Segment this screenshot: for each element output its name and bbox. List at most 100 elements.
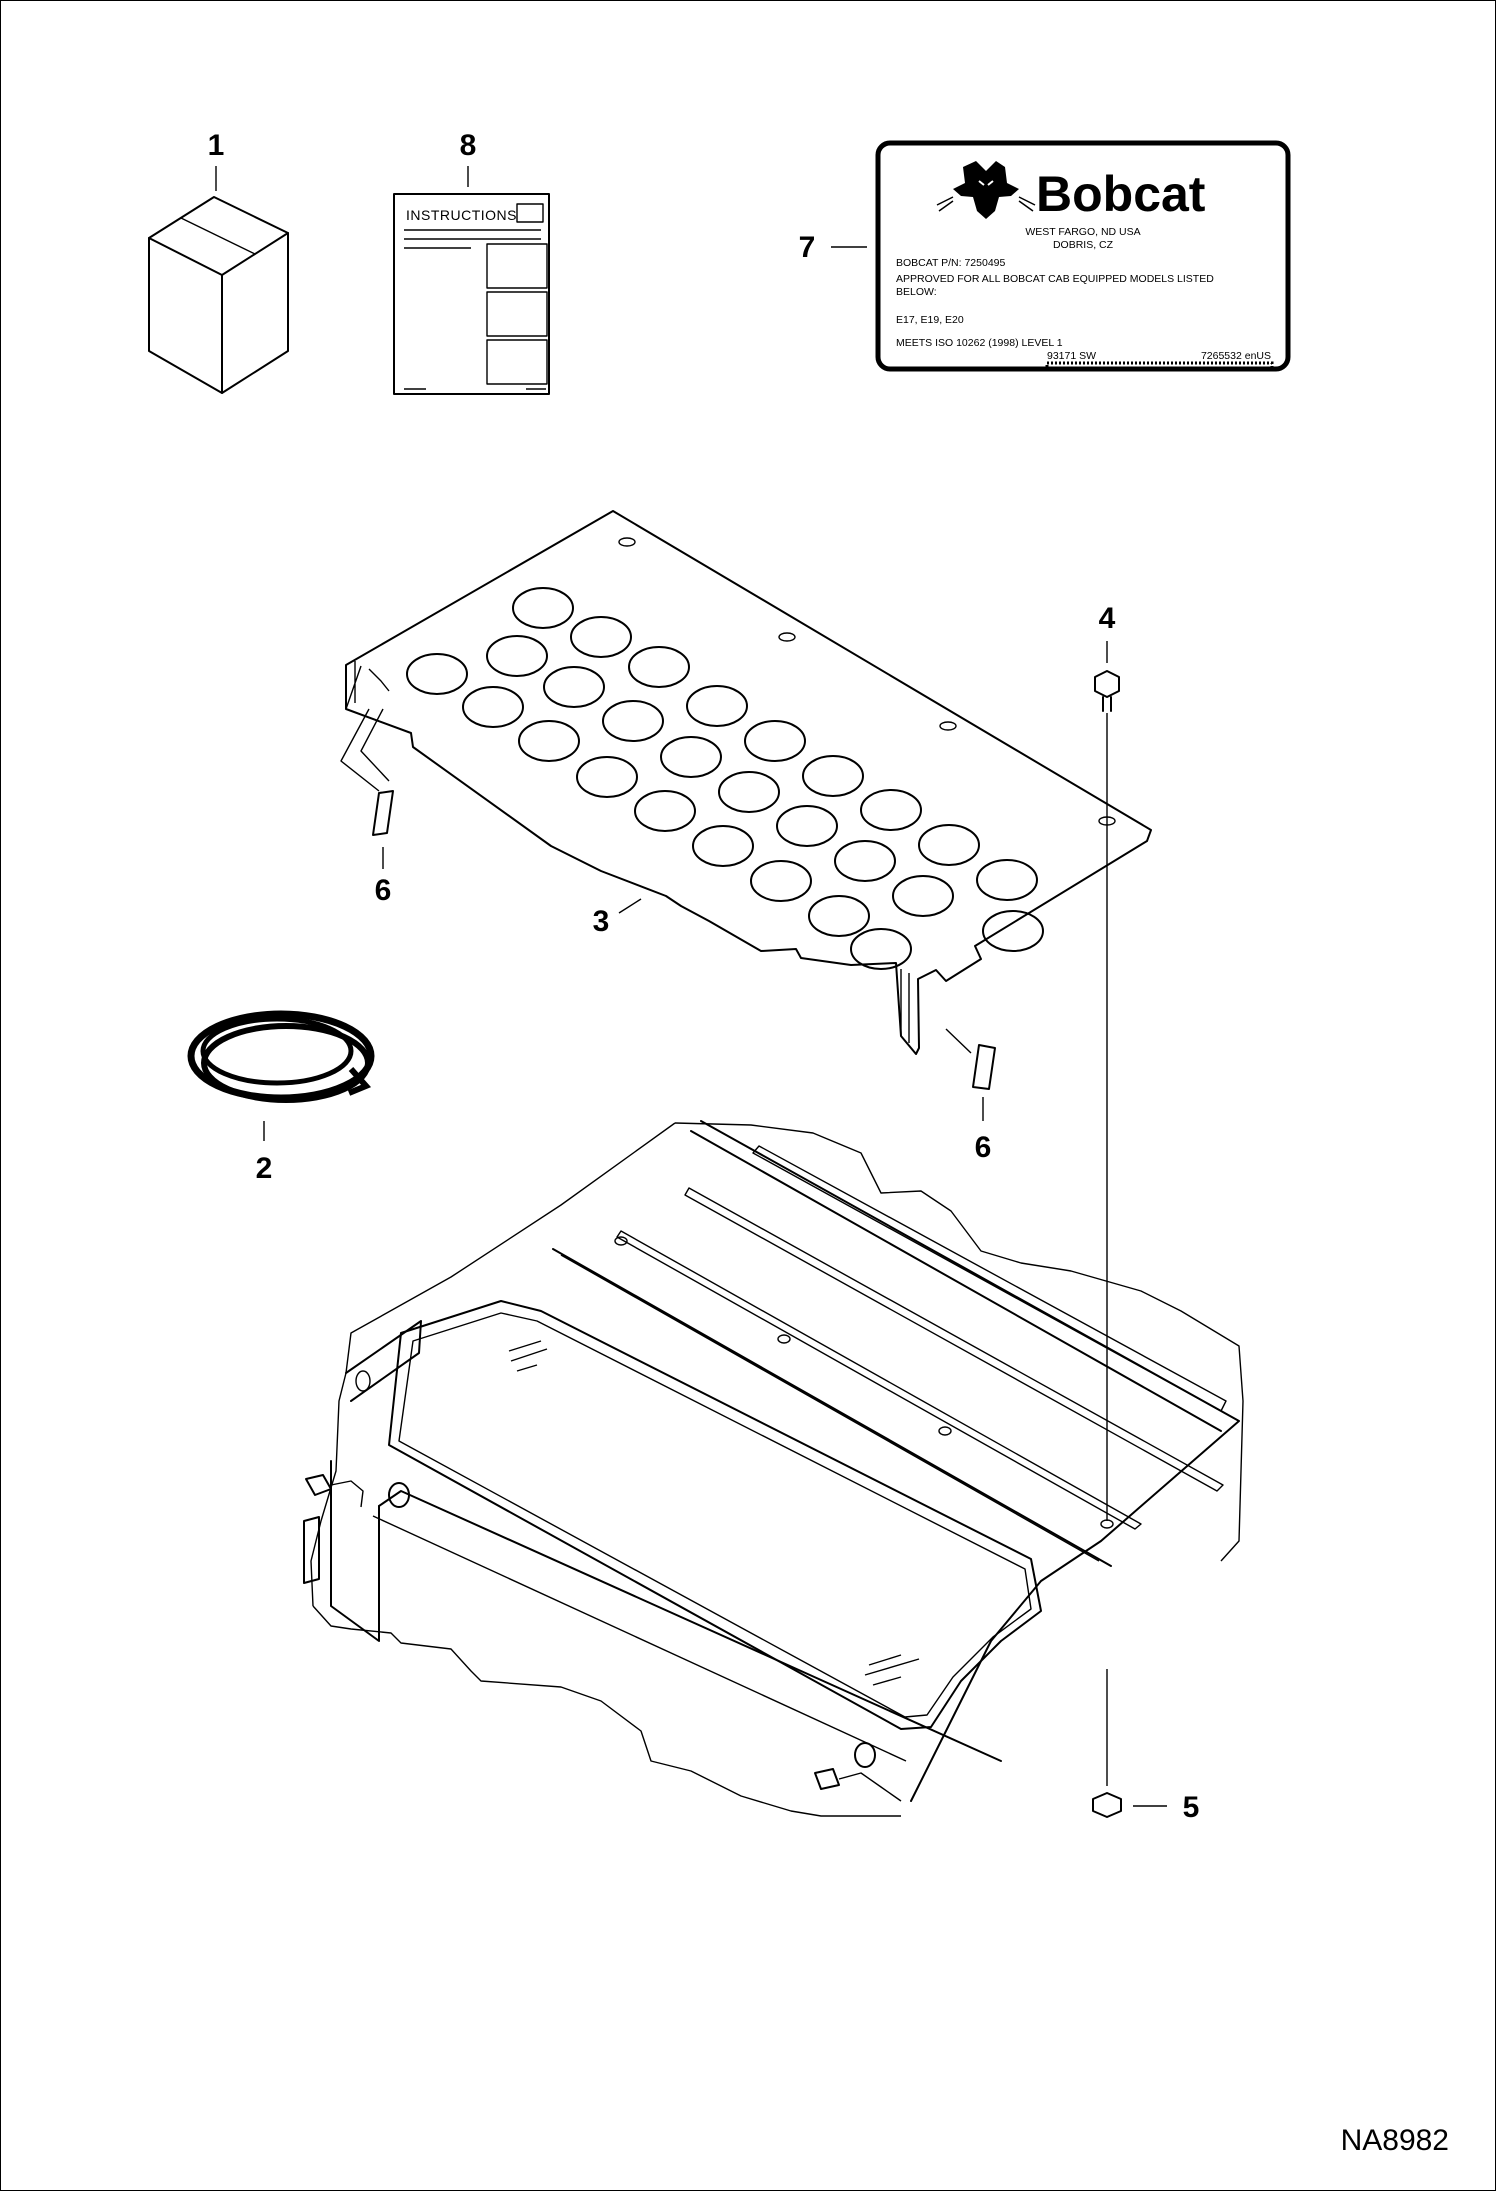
- roof-rib-1: [752, 1145, 1227, 1412]
- pad-left: [372, 790, 394, 836]
- plate-hole: [776, 805, 838, 847]
- plate-hole: [462, 686, 524, 728]
- plate-hole: [512, 587, 574, 629]
- roof-rib-3: [616, 1230, 1142, 1530]
- plate-hole: [634, 790, 696, 832]
- perforated-guard-plate: 3: [345, 510, 1152, 1055]
- plate-hole: [718, 771, 780, 813]
- plate-hole: [744, 720, 806, 762]
- plate-hole: [982, 910, 1044, 952]
- plate-hole: [850, 928, 912, 970]
- plate-outline: [345, 510, 1152, 1055]
- flange-nut: 5: [1092, 1669, 1200, 1824]
- plate-hole: [976, 859, 1038, 901]
- callout-8: 8: [460, 129, 477, 162]
- roof-top-edge-inner: [690, 1130, 1222, 1432]
- callout-5: 5: [1183, 1791, 1200, 1824]
- plate-hole: [686, 685, 748, 727]
- roof-hole-4: [1100, 1519, 1114, 1529]
- decal-standard: MEETS ISO 10262 (1998) LEVEL 1: [896, 337, 1063, 349]
- callout-3: 3: [593, 905, 610, 938]
- decal-code-right: 7265532 enUS: [1201, 350, 1271, 362]
- coil-tail: [347, 1067, 372, 1096]
- decal-approval-1: APPROVED FOR ALL BOBCAT CAB EQUIPPED MOD…: [896, 273, 1214, 285]
- plate-slot-1: [618, 537, 636, 547]
- front-pillar: [330, 1460, 380, 1642]
- figure-id: NA8982: [1340, 2124, 1449, 2157]
- callout-1: 1: [208, 129, 225, 162]
- pad-leader-left: [340, 708, 390, 792]
- roof-lower-edge: [378, 1490, 1002, 1762]
- roof-lower-edge-inner: [372, 1515, 907, 1762]
- plate-hole: [802, 755, 864, 797]
- plate-right-flange: [900, 969, 910, 1043]
- sheet-icon-box: [516, 203, 544, 223]
- skylight-frame-inner: [398, 1312, 1032, 1718]
- sheet-outline: [393, 193, 550, 395]
- sheet-panel-3: [486, 339, 548, 385]
- cab-roof: [303, 1120, 1244, 1817]
- plate-hole: [860, 789, 922, 831]
- box-right-face: [221, 232, 289, 394]
- roof-cut-edge-left: [310, 1122, 676, 1607]
- decal-address-2: DOBRIS, CZ: [1053, 239, 1114, 251]
- roof-light-right: [814, 1742, 902, 1802]
- callout-4: 4: [1099, 602, 1116, 635]
- rubber-pad-right: 6: [945, 1028, 996, 1164]
- callout-6a: 6: [375, 874, 392, 907]
- coil-loop-3: [200, 1016, 354, 1086]
- plate-hole: [486, 635, 548, 677]
- roof-cut-edge-top: [674, 1122, 1244, 1562]
- seal-strip-coil: 2: [187, 1010, 375, 1185]
- glass-reflection-marks: [508, 1340, 920, 1686]
- skylight-frame-outer: [388, 1300, 1042, 1730]
- plate-slot-2: [778, 632, 796, 642]
- callout-6b: 6: [975, 1131, 992, 1164]
- bobcat-decal: 7 Bobcat WEST FARGO, ND USA DOBRIS, CZ B…: [799, 140, 1291, 372]
- plate-hole: [892, 875, 954, 917]
- pad-right: [972, 1044, 996, 1090]
- pad-leader-right: [945, 1028, 972, 1054]
- roof-light-left: [303, 1474, 410, 1584]
- callout-2: 2: [256, 1152, 273, 1185]
- bobcat-logo-icon: [936, 161, 1036, 219]
- plate-hole: [808, 895, 870, 937]
- sheet-panel-1: [486, 243, 548, 289]
- plate-hole: [918, 824, 980, 866]
- roof-hole-3: [938, 1426, 952, 1436]
- plate-hole: [750, 860, 812, 902]
- decal-code-left: 93171 SW: [1047, 350, 1096, 362]
- plate-hole: [628, 646, 690, 688]
- plate-slot-3: [939, 721, 957, 731]
- sheet-panel-2: [486, 291, 548, 337]
- plate-left-bend: [368, 668, 390, 692]
- rubber-pad-left: 6: [340, 708, 394, 907]
- bolt: 4: [1094, 602, 1120, 1521]
- bolt-head: [1094, 670, 1120, 698]
- roof-front-fold-inner: [560, 1254, 1100, 1562]
- carton-box: 1: [148, 129, 289, 394]
- nut-body: [1092, 1792, 1122, 1818]
- decal-models: E17, E19, E20: [896, 314, 964, 326]
- plate-hole: [692, 825, 754, 867]
- plate-hole: [518, 720, 580, 762]
- coil-loop-2: [201, 1023, 371, 1103]
- plate-left-flange: [345, 661, 362, 710]
- plate-hole: [602, 700, 664, 742]
- plate-hole: [570, 616, 632, 658]
- callout-7: 7: [799, 231, 816, 264]
- decal-brand: Bobcat: [1036, 166, 1206, 222]
- decal-part-number: BOBCAT P/N: 7250495: [896, 257, 1005, 269]
- decal-address-1: WEST FARGO, ND USA: [1025, 226, 1140, 238]
- decal-barcode: [1045, 361, 1274, 370]
- box-tape-line: [180, 217, 256, 255]
- corner-bracket-hole: [355, 1370, 371, 1392]
- roof-cut-edge-bottom: [312, 1605, 901, 1817]
- roof-front-fold: [552, 1248, 1112, 1567]
- instructions-sheet: 8 INSTRUCTIONS: [393, 129, 550, 395]
- roof-top-edge: [700, 1120, 1240, 1802]
- leader-line-3: [618, 898, 642, 914]
- roof-hole-1: [614, 1236, 628, 1246]
